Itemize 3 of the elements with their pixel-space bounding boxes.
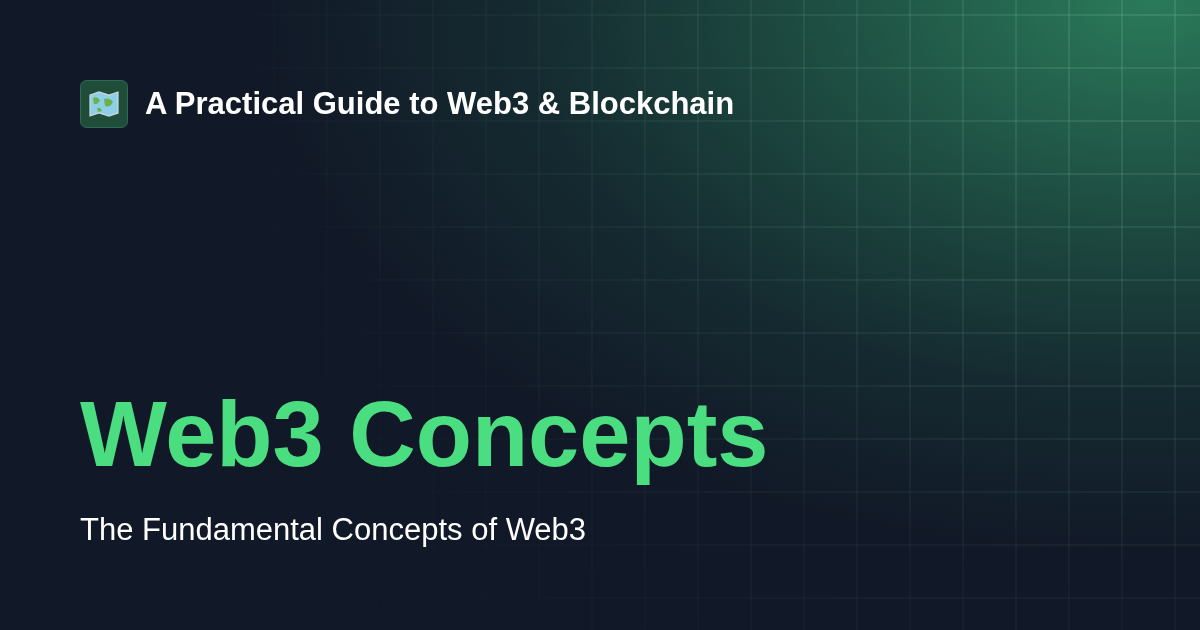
title: Web3 Concepts <box>80 382 769 487</box>
subtitle: The Fundamental Concepts of Web3 <box>80 512 587 548</box>
guide-name: A Practical Guide to Web3 & Blockchain <box>145 86 735 122</box>
